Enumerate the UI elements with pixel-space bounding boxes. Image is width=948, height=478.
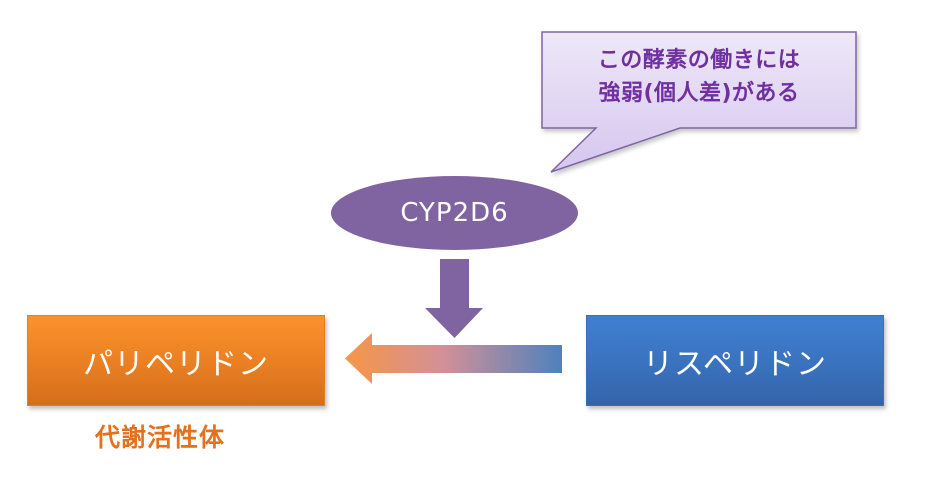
enzyme-label: CYP2D6 [400,198,509,228]
callout-bubble [541,31,857,173]
enzyme-ellipse [331,176,578,250]
product-sublabel: 代謝活性体 [95,423,226,452]
callout-line-1: この酵素の働きには [597,48,801,73]
substrate-label: リスペリドン [643,346,827,382]
callout-line-2: 強弱(個人差)がある [598,81,800,106]
reaction-arrow-icon [345,333,562,384]
substrate-box: リスペリドン [586,315,884,406]
down-arrow-icon [425,259,483,338]
product-box: パリペリドン [27,315,325,406]
callout-text: この酵素の働きには 強弱(個人差)がある [542,44,856,110]
product-label: パリペリドン [83,346,269,382]
